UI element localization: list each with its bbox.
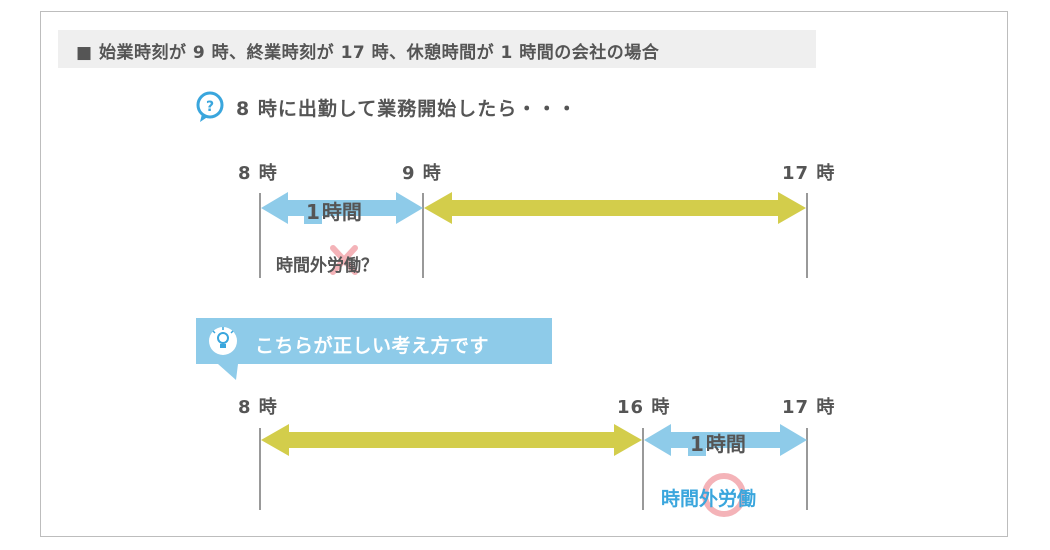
t1-label-17: 17 時 (782, 163, 836, 184)
t1-olive-arrow (424, 192, 806, 224)
callout-text: こちらが正しい考え方です (255, 335, 490, 357)
t2-line-8 (259, 428, 261, 510)
t2-hour-unit: 時間 (705, 432, 746, 456)
svg-text:?: ? (206, 99, 214, 115)
t2-overtime-label: 時間外労働 (661, 488, 757, 510)
question-text: 8 時に出勤して業務開始したら・・・ (236, 98, 578, 120)
callout-bubble (196, 318, 552, 380)
circle-mark-icon (702, 473, 746, 517)
t1-line-8 (259, 193, 261, 278)
question-bubble-icon: ? (196, 91, 224, 122)
t1-line-9 (422, 193, 424, 278)
t2-blue-arrow (644, 424, 807, 456)
t1-label-9: 9 時 (402, 163, 442, 184)
t2-label-17: 17 時 (782, 397, 836, 418)
t2-line-16 (642, 428, 644, 510)
t2-label-8: 8 時 (238, 397, 278, 418)
t1-hour-num: 1 (304, 200, 322, 224)
header-band (58, 30, 816, 68)
t2-olive-arrow (261, 424, 642, 456)
lightbulb-icon (209, 327, 237, 355)
t1-label-8: 8 時 (238, 163, 278, 184)
header-title: ■ 始業時刻が 9 時、終業時刻が 17 時、休憩時間が 1 時間の会社の場合 (76, 43, 660, 63)
t2-hour-num: 1 (688, 432, 706, 456)
t1-blue-arrow (261, 192, 423, 224)
cross-mark-icon (330, 245, 358, 275)
t1-hour-unit: 時間 (321, 200, 362, 224)
t1-overtime-label: 時間外労働？ (276, 256, 378, 276)
t1-line-17 (806, 193, 808, 278)
t2-line-17 (806, 428, 808, 510)
t2-label-16: 16 時 (617, 397, 671, 418)
